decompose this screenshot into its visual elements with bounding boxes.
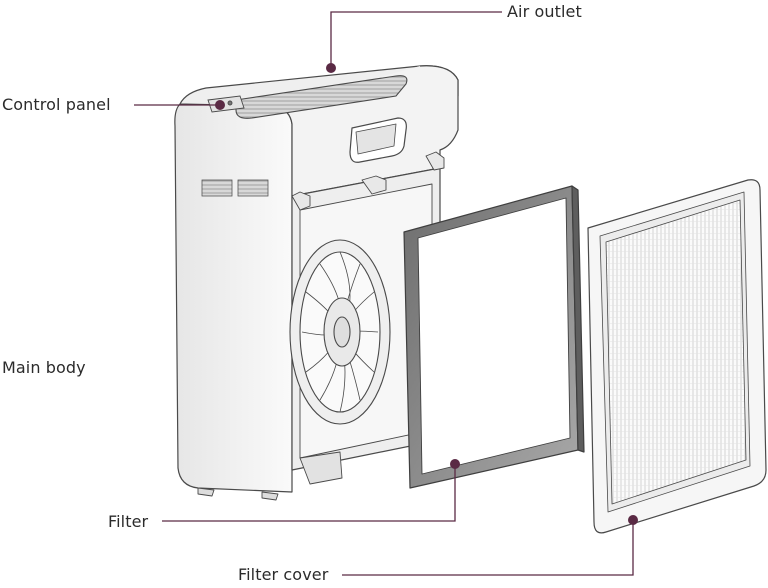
label-filter: Filter bbox=[108, 512, 148, 531]
leader-filter-cover bbox=[342, 520, 633, 575]
label-filter-cover: Filter cover bbox=[238, 565, 328, 584]
dot-control-panel bbox=[215, 100, 225, 110]
dot-air-outlet bbox=[326, 63, 336, 73]
dot-filter bbox=[450, 459, 460, 469]
label-main-body: Main body bbox=[2, 358, 86, 377]
filter-cover-panel bbox=[588, 180, 766, 533]
label-air-outlet: Air outlet bbox=[507, 2, 582, 21]
dot-filter-cover bbox=[628, 515, 638, 525]
filter-panel bbox=[404, 186, 584, 488]
label-control-panel: Control panel bbox=[2, 95, 111, 114]
leader-air-outlet bbox=[331, 12, 502, 67]
fan bbox=[290, 240, 390, 424]
